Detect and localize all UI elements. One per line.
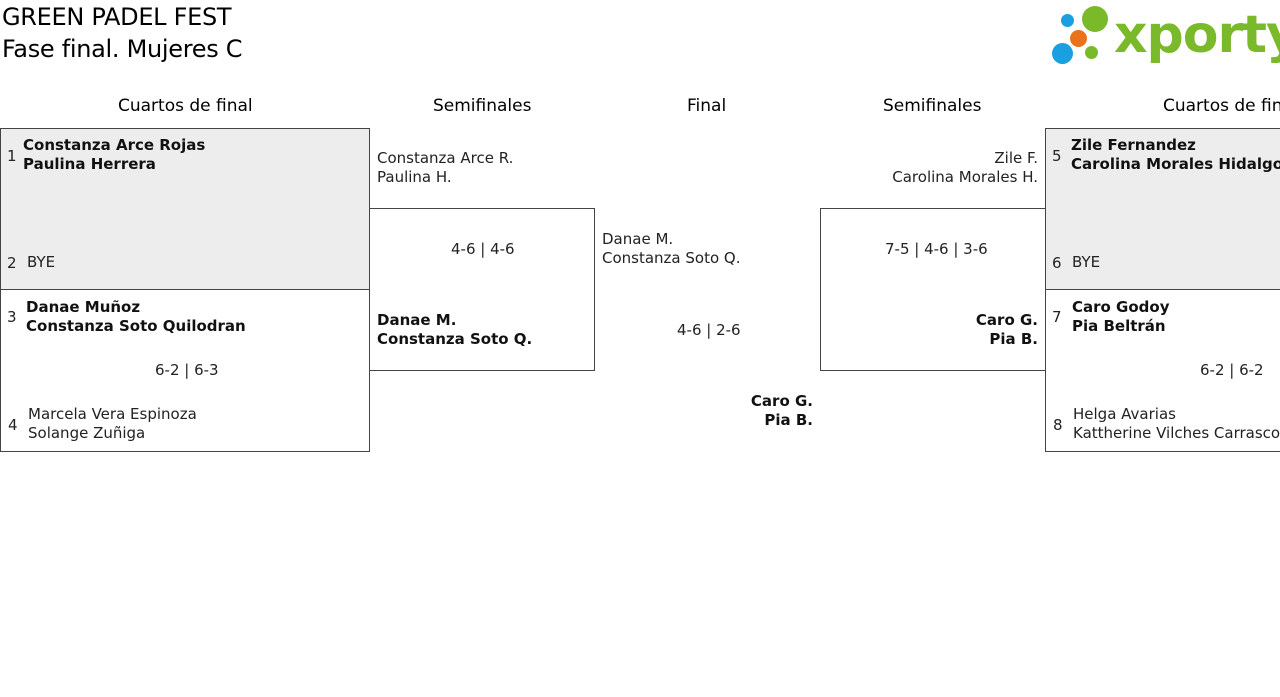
team-player: Danae M. [602,230,674,248]
team-player: Zile F. [994,149,1038,167]
round-header-right-quarters: Cuartos de final [1163,96,1280,116]
logo-blue-dot-bottom [1052,43,1073,64]
right-quarter-match-1 [1045,128,1280,290]
match-score: 7-5 | 4-6 | 3-6 [885,240,988,258]
team-player: Zile Fernandez [1071,136,1196,154]
logo-green-dot-small [1085,46,1098,59]
round-header-right-semis: Semifinales [883,96,982,116]
team-player: Constanza Soto Q. [602,249,741,267]
seed-number: 4 [8,416,18,434]
team-bye: BYE [27,253,56,271]
team-player: Caro G. [975,311,1038,329]
seed-number: 1 [7,147,17,165]
team-player: Carolina Morales H. [892,168,1038,186]
team-player: Carolina Morales Hidalgo [1071,155,1280,173]
round-header-left-quarters: Cuartos de final [118,96,253,116]
final-score: 4-6 | 2-6 [677,321,741,339]
match-score: 6-2 | 6-3 [155,361,219,379]
team-player: Constanza Soto Quilodran [26,317,246,335]
match-score: 4-6 | 4-6 [451,240,515,258]
team-bye: BYE [1072,253,1101,271]
team-player: Paulina H. [377,168,452,186]
seed-number: 7 [1052,308,1062,326]
round-header-left-semis: Semifinales [433,96,532,116]
team-player: Paulina Herrera [23,155,156,173]
team-player: Caro Godoy [1072,298,1170,316]
right-quarter-match-2 [1045,289,1280,452]
team-player: Helga Avarias [1073,405,1176,423]
team-player: Pia B. [989,330,1038,348]
logo-green-dot [1082,6,1108,32]
logo-orange-dot [1070,30,1087,47]
logo-text: xporty [1114,5,1280,65]
team-player: Danae M. [377,311,457,329]
left-quarter-match-1 [0,128,370,290]
logo-blue-dot-top [1061,14,1074,27]
team-player: Marcela Vera Espinoza [28,405,197,423]
xporty-logo: xporty [1052,4,1280,66]
seed-number: 8 [1053,416,1063,434]
seed-number: 5 [1052,147,1062,165]
team-player: Pia Beltrán [1072,317,1166,335]
team-player: Constanza Arce Rojas [23,136,206,154]
round-header-final: Final [687,96,727,116]
seed-number: 6 [1052,254,1062,272]
team-player: Solange Zuñiga [28,424,146,442]
tournament-title: GREEN PADEL FEST [2,3,232,31]
seed-number: 2 [7,254,17,272]
team-player: Constanza Soto Q. [377,330,533,348]
champion-player: Caro G. [750,392,813,410]
team-player: Kattherine Vilches Carrasco [1073,424,1280,442]
match-score: 6-2 | 6-2 [1200,361,1264,379]
team-player: Danae Muñoz [26,298,141,316]
seed-number: 3 [7,308,17,326]
team-player: Constanza Arce R. [377,149,514,167]
phase-subtitle: Fase final. Mujeres C [2,35,243,63]
left-semi-bracket [369,208,595,371]
champion-player: Pia B. [764,411,813,429]
